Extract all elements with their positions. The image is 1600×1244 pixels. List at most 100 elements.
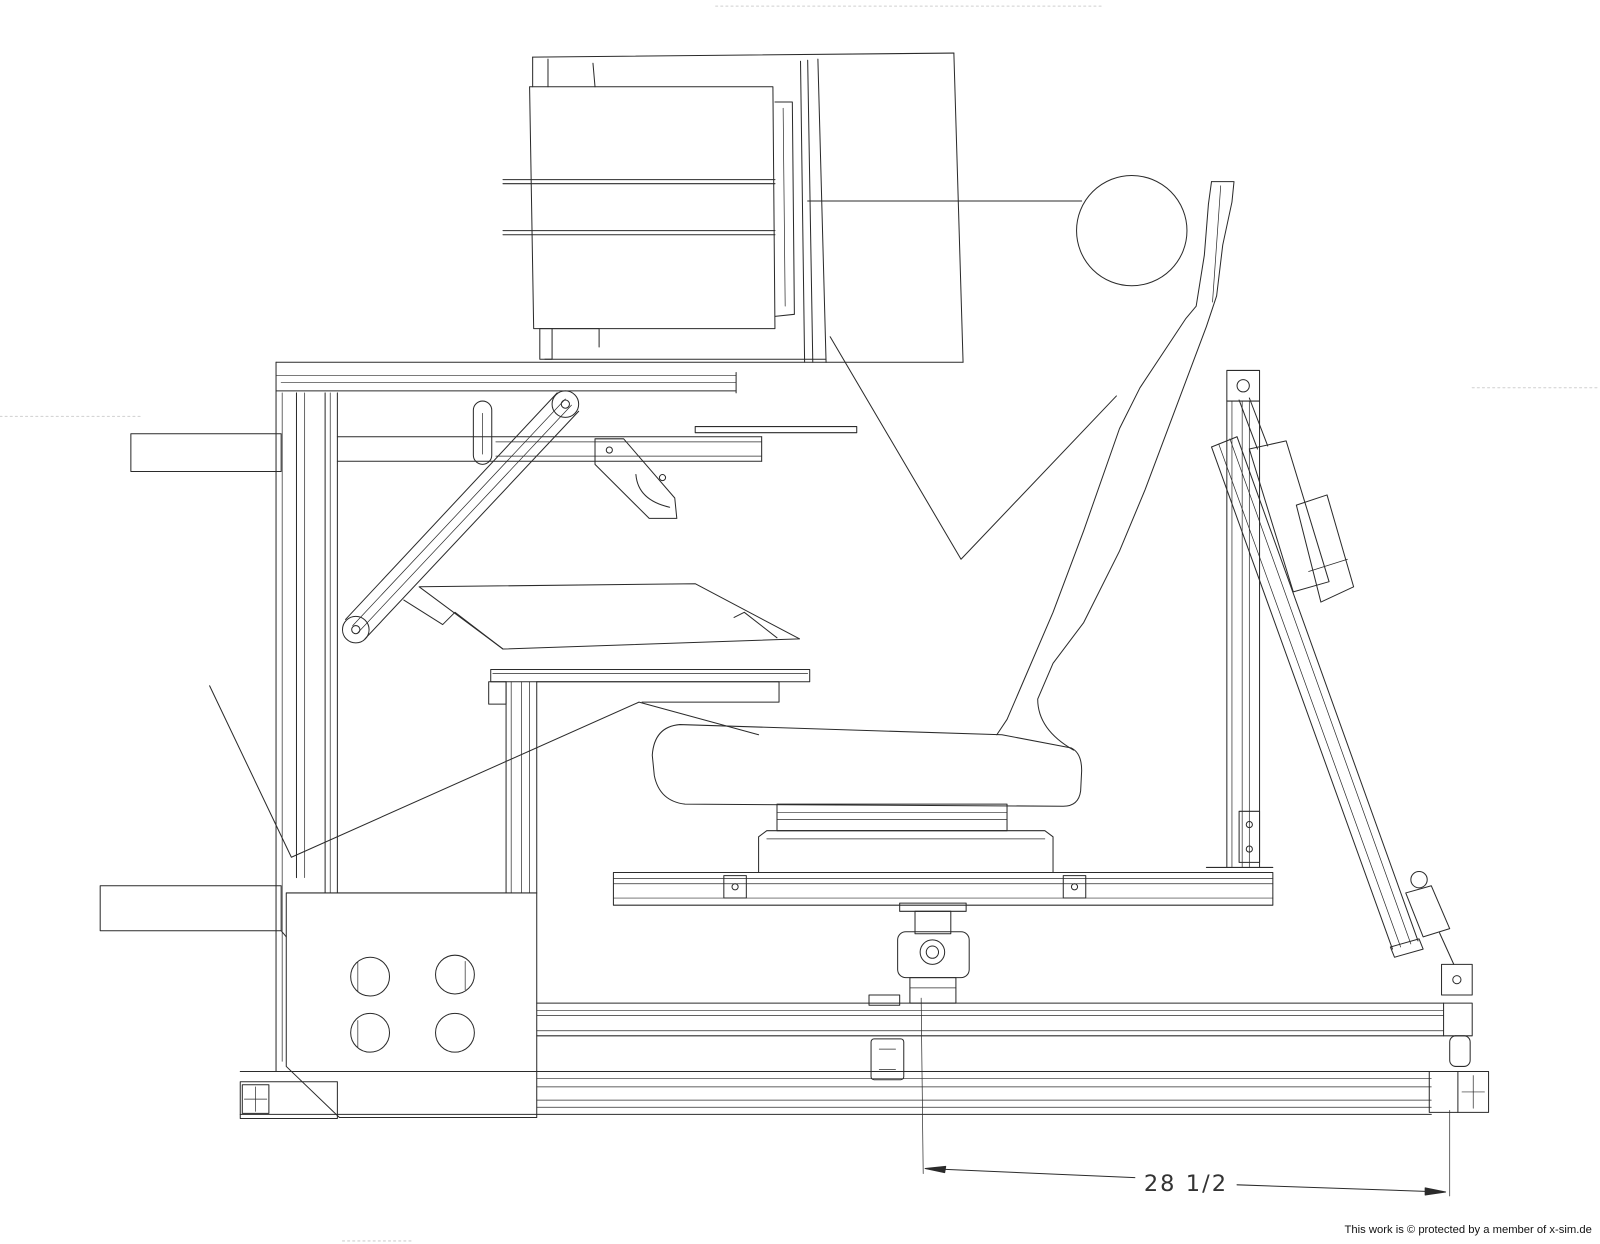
scan-guides [0,5,1600,1242]
pedestal-panel [285,892,538,1118]
lightening-hole [350,1012,391,1053]
diagonal-strut [341,390,580,644]
lower-actuator-joint [1441,963,1473,996]
lightening-hole [350,956,391,997]
head-circle [1076,175,1188,287]
bolt-icon [605,446,613,454]
deck-lip [403,599,504,650]
monitor-post-line [807,59,814,363]
dimension-annotation: 28 1/2 [920,997,1451,1197]
mount-bracket-plate [594,438,678,519]
actuator-arm-edge [1236,436,1419,942]
dimension-label: 28 1/2 [1144,1171,1228,1197]
bolt-icon [1452,975,1462,985]
deck-lower-plate [536,681,780,703]
linear-actuator [1210,397,1473,1067]
seat-back-detail [1212,185,1222,303]
bolt-icon [658,474,667,482]
seat-bracket [758,830,1054,874]
profile-end-right [1428,1071,1490,1113]
dimension-arrow-left [924,1165,947,1174]
upper-cross-bar [130,433,282,472]
universal-joint [897,902,970,1004]
monitor-back-plate [774,101,795,317]
monitor-top-edge [532,52,955,58]
seat [651,181,1235,874]
actuator-arm-line [1229,438,1412,945]
rear-frame [1205,369,1274,868]
seat-rail-profile [612,872,1274,906]
seat-rail [612,872,1274,906]
monitor-post-line [817,58,827,363]
arm-line [829,336,1117,560]
monitor-assembly [502,52,1083,363]
lower-actuator-clevis [1449,1035,1471,1067]
strut-pivot-upper-pin [560,399,570,409]
actuator-motor-detail [1308,558,1348,572]
deck-support-cap [488,681,507,705]
dimension-line [1236,1184,1445,1193]
pedal-deck [403,583,811,894]
profile-end-left [241,1084,270,1114]
pedestal-box [285,892,538,1118]
slotted-bracket [472,400,493,465]
joint-plate [899,902,967,912]
rear-post-bracket [1238,810,1261,863]
actuator-rod [1248,397,1269,447]
deck-flap [733,611,778,639]
strut-line [357,404,572,634]
lower-actuator-body [1405,885,1451,938]
dimension-line [924,1167,1136,1179]
rail-slider [868,994,901,1006]
cross-bar-stub [280,930,287,938]
deck-plate [418,583,800,650]
left-base-block [239,1081,338,1119]
actuator-arm-end [1389,938,1424,958]
lightening-hole [435,1012,475,1053]
wheel-mount [336,400,858,519]
seat-back-front [996,181,1213,736]
wheel-tray [694,426,858,434]
actuator-cylinder [1248,440,1330,593]
actuator-rod [1238,399,1259,450]
lower-actuator-nut [1410,871,1428,889]
actuator-arm-line [1218,443,1401,948]
bolt-icon [731,883,739,891]
strut-edge [364,410,580,640]
dimension-arrow-right [1424,1187,1447,1196]
actuator-arm-edge [1210,446,1393,950]
seat-back-rear [1037,181,1235,751]
copyright-notice: This work is © protected by a member of … [1345,1224,1592,1236]
joint-pin-inner [925,945,940,959]
leg-line [209,685,760,858]
bolt-icon [1245,845,1253,853]
joint-neck [914,910,952,935]
monitor-top-frame [592,62,596,88]
monitor-back-detail [782,107,786,307]
adjust-slot [635,474,671,508]
joint-yoke [897,931,970,979]
strut-edge [345,392,558,620]
seat-cushion [651,724,1083,807]
bolt-icon [1236,379,1250,393]
actuator-motor [1295,494,1355,603]
lower-cross-bar [99,885,282,932]
dimension-extension-line [920,997,924,1174]
seat-rail-bracket [723,875,747,899]
strut-pivot-lower [341,615,370,644]
rail-carriage [870,1038,905,1081]
upper-rail-end-connector [1443,1002,1473,1037]
deck-bar [490,668,811,683]
base-frame [239,994,1490,1119]
bolt-icon [1070,883,1079,891]
monitor-foot [539,328,553,360]
monitor-post-line [800,60,806,363]
lower-actuator-rod [1438,932,1455,965]
strut-pivot-upper [551,390,580,418]
joint-base [909,977,957,1004]
main-frame [99,361,827,1073]
seat-rail-bracket [1062,875,1087,899]
strut-line [352,398,566,626]
actuator-arm-top [1210,436,1238,448]
